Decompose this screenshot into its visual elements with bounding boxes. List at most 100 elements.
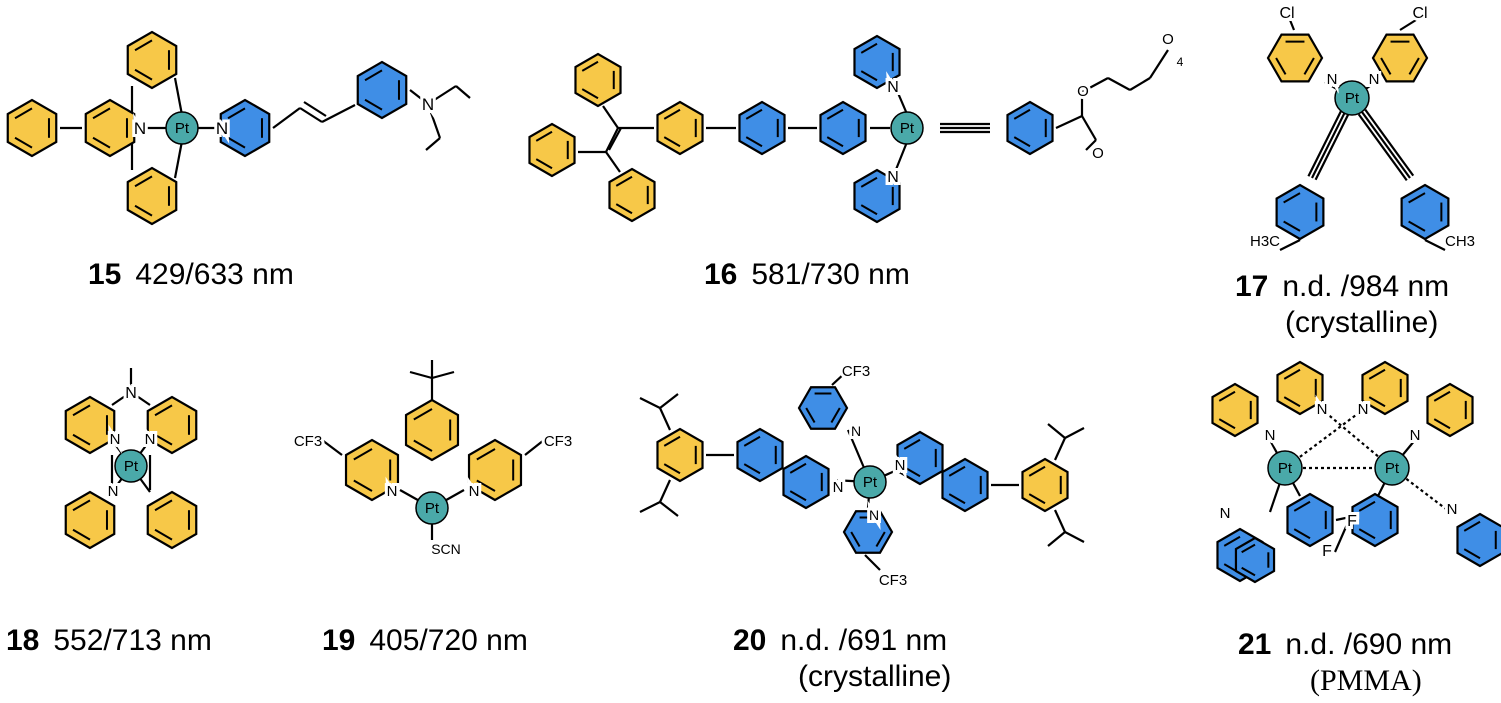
aromatic-rings: [6, 30, 1501, 584]
aromatic-ring: [941, 457, 989, 513]
ring-double-bond: [353, 448, 373, 461]
aromatic-ring: [146, 395, 198, 455]
ring-double-bond: [134, 39, 153, 52]
ring-double-bond: [154, 499, 173, 512]
ring-double-bond: [72, 528, 91, 541]
ring-double-bond: [92, 107, 111, 120]
ring-double-bond: [413, 439, 433, 452]
ring-double-bond: [1293, 500, 1311, 512]
ring-double-bond: [826, 136, 844, 148]
atom-label: Cl: [1412, 5, 1427, 22]
aromatic-ring: [608, 167, 656, 223]
atom-label: N: [895, 457, 906, 474]
ring-double-bond: [364, 69, 383, 82]
ring-double-bond: [663, 463, 681, 475]
bond: [426, 103, 442, 139]
caption-compound-16: 16 581/730 nm: [704, 258, 910, 292]
aromatic-ring: [1006, 100, 1054, 156]
ring-double-bond: [826, 108, 844, 120]
atom-label: CF3: [294, 433, 322, 450]
bond: [299, 107, 323, 123]
compound-wavelength: 429/633 nm: [135, 258, 294, 291]
platinum-label: Pt: [124, 458, 139, 475]
atom-label: N: [108, 483, 119, 500]
platinum-atom: [853, 465, 887, 499]
ring-double-bond: [1028, 465, 1046, 477]
ring-double-bond: [1013, 108, 1031, 120]
bond: [321, 104, 356, 123]
aromatic-ring: [1021, 457, 1069, 513]
bond: [639, 397, 661, 409]
compound-wavelength: n.d. /691 nm: [780, 624, 948, 657]
ring-double-bond: [1380, 57, 1392, 75]
aromatic-ring: [736, 427, 784, 483]
compound-note: (crystalline): [1285, 306, 1439, 339]
ring-double-bond: [1303, 57, 1315, 75]
bond: [425, 137, 441, 151]
ring-double-bond: [789, 462, 807, 474]
ring-double-bond: [535, 158, 553, 170]
bond: [524, 439, 545, 456]
compound-wavelength: n.d. /690 nm: [1285, 628, 1453, 661]
compound-number: 19: [322, 624, 356, 657]
ring-double-bond: [830, 407, 841, 424]
aromatic-ring: [64, 490, 116, 550]
bond: [1279, 239, 1301, 251]
aromatic-ring: [146, 490, 198, 550]
compound-number: 21: [1238, 628, 1272, 661]
atom-label: N: [134, 119, 146, 138]
aromatic-ring: [656, 427, 704, 483]
ring-double-bond: [1408, 192, 1426, 204]
compound-number: 16: [704, 258, 738, 291]
ring-double-bond: [860, 42, 878, 54]
compound-wavelength: 405/720 nm: [369, 624, 528, 657]
ring-double-bond: [1028, 493, 1046, 505]
aromatic-ring: [1211, 382, 1259, 438]
ring-double-bond: [663, 136, 681, 148]
bond: [605, 151, 621, 173]
bond: [321, 439, 343, 456]
repeat-subscript: 4: [1177, 55, 1184, 69]
platinum-atom: [415, 491, 449, 525]
ring-double-bond: [1223, 535, 1241, 547]
ring-double-bond: [581, 88, 599, 100]
compound-number: 18: [6, 624, 40, 657]
atom-label: O: [1077, 83, 1089, 100]
bond: [605, 127, 619, 153]
ring-double-bond: [1241, 543, 1256, 554]
aromatic-ring: [404, 398, 460, 462]
atom-label: CF3: [544, 433, 572, 450]
bond: [130, 391, 151, 406]
bond: [864, 554, 881, 571]
aromatic-ring: [1371, 33, 1429, 83]
atom-label: N: [869, 507, 879, 523]
aromatic-ring: [1286, 492, 1334, 548]
ring-double-bond: [154, 404, 173, 417]
ring-double-bond: [14, 107, 33, 120]
atom-label: N: [1265, 427, 1276, 444]
compound-wavelength: 581/730 nm: [751, 258, 910, 291]
atom-label: N: [1317, 401, 1328, 418]
ring-double-bond: [743, 435, 761, 447]
bond: [1314, 113, 1350, 181]
bond: [1053, 509, 1067, 533]
bond: [409, 370, 433, 380]
atom-label: CH3: [1445, 233, 1475, 250]
atom-label: N: [1358, 401, 1369, 418]
ring-double-bond: [134, 204, 153, 217]
ring-double-bond: [1283, 368, 1301, 380]
ring-double-bond: [364, 98, 383, 111]
bond: [1361, 111, 1411, 179]
bond: [409, 89, 429, 105]
ring-double-bond: [72, 499, 91, 512]
bond: [893, 141, 909, 173]
ring-double-bond: [1218, 418, 1236, 430]
aromatic-ring: [356, 60, 408, 120]
bond: [659, 393, 679, 409]
atom-label: N: [887, 79, 899, 96]
bond: [427, 85, 457, 105]
atom-label: N: [422, 95, 434, 114]
ring-double-bond: [860, 70, 878, 82]
bond: [1081, 115, 1097, 141]
